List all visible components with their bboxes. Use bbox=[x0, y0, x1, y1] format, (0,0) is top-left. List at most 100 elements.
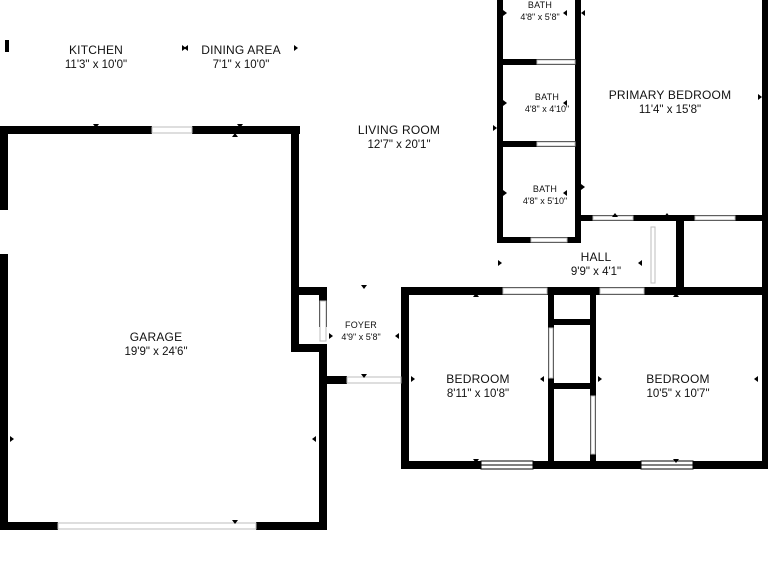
tick bbox=[563, 190, 567, 196]
windows bbox=[480, 460, 694, 470]
wall-garage-notch bbox=[291, 344, 327, 352]
room-dimensions: 9'9" x 4'1" bbox=[570, 266, 622, 279]
door-hall-closet bbox=[650, 226, 656, 284]
tick bbox=[612, 213, 618, 217]
room-label-bath-1: BATH 4'8" x 5'8" bbox=[520, 0, 559, 23]
door-garage-kitchen bbox=[151, 126, 193, 134]
door-foyer-garage bbox=[319, 300, 327, 342]
room-label-dining-area: DINING AREA 7'1" x 10'0" bbox=[201, 42, 281, 74]
tick bbox=[503, 190, 507, 196]
door-bath-3 bbox=[530, 237, 568, 243]
door-bath-1 bbox=[536, 59, 576, 65]
wall-garage-left-upper bbox=[0, 126, 8, 210]
wall-foyer-left-top bbox=[291, 287, 327, 295]
tick bbox=[329, 333, 333, 339]
wall-closet-right bbox=[762, 215, 768, 291]
tick bbox=[411, 376, 415, 382]
door-bedroom1 bbox=[548, 327, 554, 379]
wall-bath-left bbox=[497, 0, 503, 243]
tick bbox=[673, 293, 679, 297]
room-name: BATH bbox=[532, 183, 558, 194]
door-bedroom2 bbox=[590, 395, 596, 455]
room-dimensions: 10'5" x 10'7" bbox=[646, 388, 710, 401]
room-name: LIVING ROOM bbox=[357, 123, 441, 138]
tick bbox=[563, 10, 567, 16]
room-name: FOYER bbox=[344, 319, 378, 330]
room-dimensions: 7'1" x 10'0" bbox=[212, 59, 270, 72]
wall-garage-top-left bbox=[0, 126, 152, 134]
door-hall-top-2 bbox=[599, 287, 645, 295]
tick bbox=[294, 45, 298, 51]
room-name: GARAGE bbox=[129, 330, 183, 345]
room-label-primary-bedroom: PRIMARY BEDROOM 11'4" x 15'8" bbox=[609, 87, 732, 119]
tick bbox=[232, 520, 238, 524]
tick bbox=[473, 293, 479, 297]
room-dimensions: 4'8" x 4'10" bbox=[524, 104, 570, 114]
room-dimensions: 12'7" x 20'1" bbox=[367, 139, 431, 152]
tick bbox=[237, 124, 243, 128]
tick bbox=[361, 374, 367, 378]
tick bbox=[598, 376, 602, 382]
room-label-living-room: LIVING ROOM 12'7" x 20'1" bbox=[358, 122, 440, 154]
tick bbox=[581, 184, 585, 190]
wall-bedroom2-left bbox=[590, 287, 596, 469]
wall-primary-right bbox=[762, 0, 768, 222]
room-label-bath-2: BATH 4'8" x 4'10" bbox=[525, 91, 569, 115]
wall-bedroom2-right bbox=[762, 287, 768, 469]
room-label-garage: GARAGE 19'9" x 24'6" bbox=[124, 329, 187, 361]
tick bbox=[473, 459, 479, 463]
room-dimensions: 4'8" x 5'10" bbox=[522, 196, 568, 206]
wall-bedrooms-bottom bbox=[401, 461, 768, 469]
room-name: KITCHEN bbox=[68, 43, 124, 58]
tick bbox=[638, 260, 642, 266]
tick bbox=[493, 125, 497, 131]
tick bbox=[184, 45, 188, 51]
room-dimensions: 8'11" x 10'8" bbox=[446, 388, 510, 401]
wall-closet-div-1 bbox=[548, 319, 596, 325]
room-label-bath-3: BATH 4'8" x 5'10" bbox=[523, 183, 567, 207]
tick bbox=[312, 436, 316, 442]
tick bbox=[673, 459, 679, 463]
room-name: BATH bbox=[534, 91, 560, 102]
tick bbox=[10, 436, 14, 442]
wall-garage-bottom-right bbox=[256, 522, 327, 530]
room-name: PRIMARY BEDROOM bbox=[608, 88, 732, 103]
door-bath-2 bbox=[536, 141, 576, 147]
room-dimensions: 11'4" x 15'8" bbox=[638, 104, 702, 117]
wall-closet-left bbox=[676, 215, 684, 291]
room-dimensions: 4'8" x 5'8" bbox=[520, 12, 560, 22]
room-name: BEDROOM bbox=[446, 372, 510, 387]
wall-kitchen-left-stub bbox=[5, 40, 9, 52]
wall-bath-right bbox=[575, 0, 581, 243]
room-name: BEDROOM bbox=[646, 372, 710, 387]
door-primary-closet bbox=[694, 215, 736, 221]
door-foyer-entry bbox=[346, 376, 402, 384]
room-name: BATH bbox=[527, 0, 553, 10]
room-label-kitchen: KITCHEN 11'3" x 10'0" bbox=[65, 42, 127, 74]
room-label-bedroom-2: BEDROOM 10'5" x 10'7" bbox=[646, 371, 709, 403]
door-hall-top bbox=[502, 287, 548, 295]
wall-bedroom1-left bbox=[401, 287, 409, 469]
wall-garage-right-lower bbox=[319, 344, 327, 530]
room-dimensions: 4'9" x 5'8" bbox=[341, 332, 381, 342]
wall-garage-left-lower bbox=[0, 254, 8, 530]
tick bbox=[498, 260, 502, 266]
wall-garage-bottom-left bbox=[0, 522, 58, 530]
room-label-bedroom-1: BEDROOM 8'11" x 10'8" bbox=[446, 371, 509, 403]
room-label-hall: HALL 9'9" x 4'1" bbox=[571, 249, 621, 281]
tick bbox=[758, 94, 762, 100]
room-name: HALL bbox=[580, 250, 612, 265]
dimension-ticks bbox=[10, 10, 762, 524]
wall-garage-top-right bbox=[192, 126, 300, 134]
wall-primary-bottom bbox=[575, 215, 768, 221]
tick bbox=[232, 133, 238, 137]
tick bbox=[540, 376, 544, 382]
wall-closet-div-2 bbox=[548, 383, 596, 389]
tick bbox=[361, 285, 367, 289]
tick bbox=[664, 213, 670, 217]
wall-bedrooms-top bbox=[401, 287, 768, 295]
tick bbox=[93, 124, 99, 128]
tick bbox=[754, 376, 758, 382]
room-dimensions: 19'9" x 24'6" bbox=[124, 346, 188, 359]
